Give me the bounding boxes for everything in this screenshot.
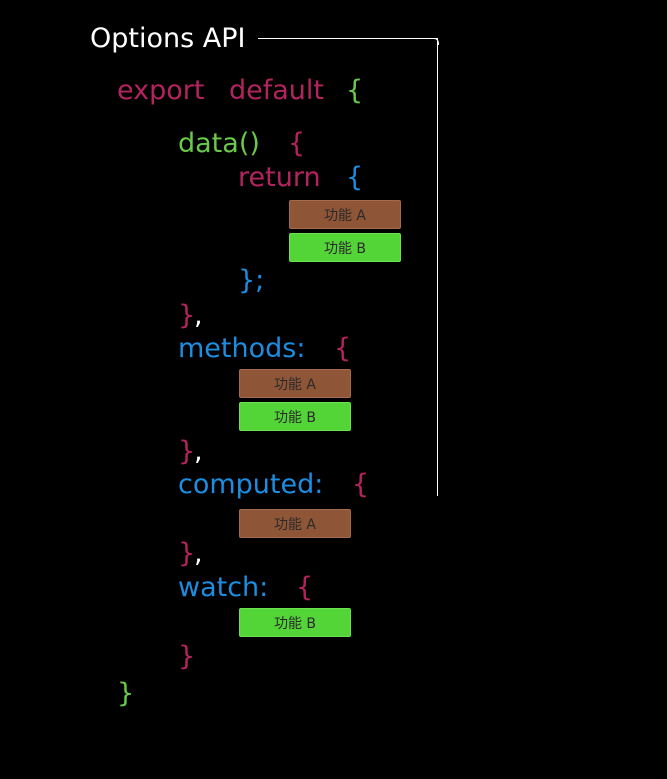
data-feature-b-box: 功能 B (289, 233, 401, 262)
methods-close-brace: } (178, 436, 196, 467)
export-keyword: export (117, 75, 205, 106)
watch-feature-b-box: 功能 B (239, 608, 351, 637)
data-feature-a-box: 功能 A (289, 200, 401, 229)
watch-key: watch: (178, 572, 269, 603)
computed-feature-a-box: 功能 A (239, 509, 351, 538)
methods-key: methods: (178, 333, 306, 364)
root-open-brace: { (346, 75, 364, 106)
data-close-comma: , (194, 300, 203, 331)
watch-close-brace: } (178, 641, 196, 672)
data-open-brace: { (288, 128, 306, 159)
frame-right-line (437, 38, 438, 496)
return-open-brace: { (346, 162, 364, 193)
data-close-brace: } (178, 300, 196, 331)
computed-close-comma: , (194, 538, 203, 569)
root-close-brace: } (117, 678, 135, 709)
methods-feature-b-box: 功能 B (239, 402, 351, 431)
return-keyword: return (238, 162, 321, 193)
computed-open-brace: { (352, 469, 370, 500)
computed-key: computed: (178, 469, 324, 500)
methods-feature-a-box: 功能 A (239, 369, 351, 398)
return-close: }; (238, 265, 265, 296)
default-keyword: default (229, 75, 325, 106)
watch-open-brace: { (296, 572, 314, 603)
frame-corner (432, 38, 439, 45)
methods-open-brace: { (334, 333, 352, 364)
computed-close-brace: } (178, 538, 196, 569)
diagram-title: Options API (90, 23, 246, 54)
data-function: data() (178, 128, 260, 159)
methods-close-comma: , (194, 436, 203, 467)
frame-top-line (258, 38, 438, 39)
